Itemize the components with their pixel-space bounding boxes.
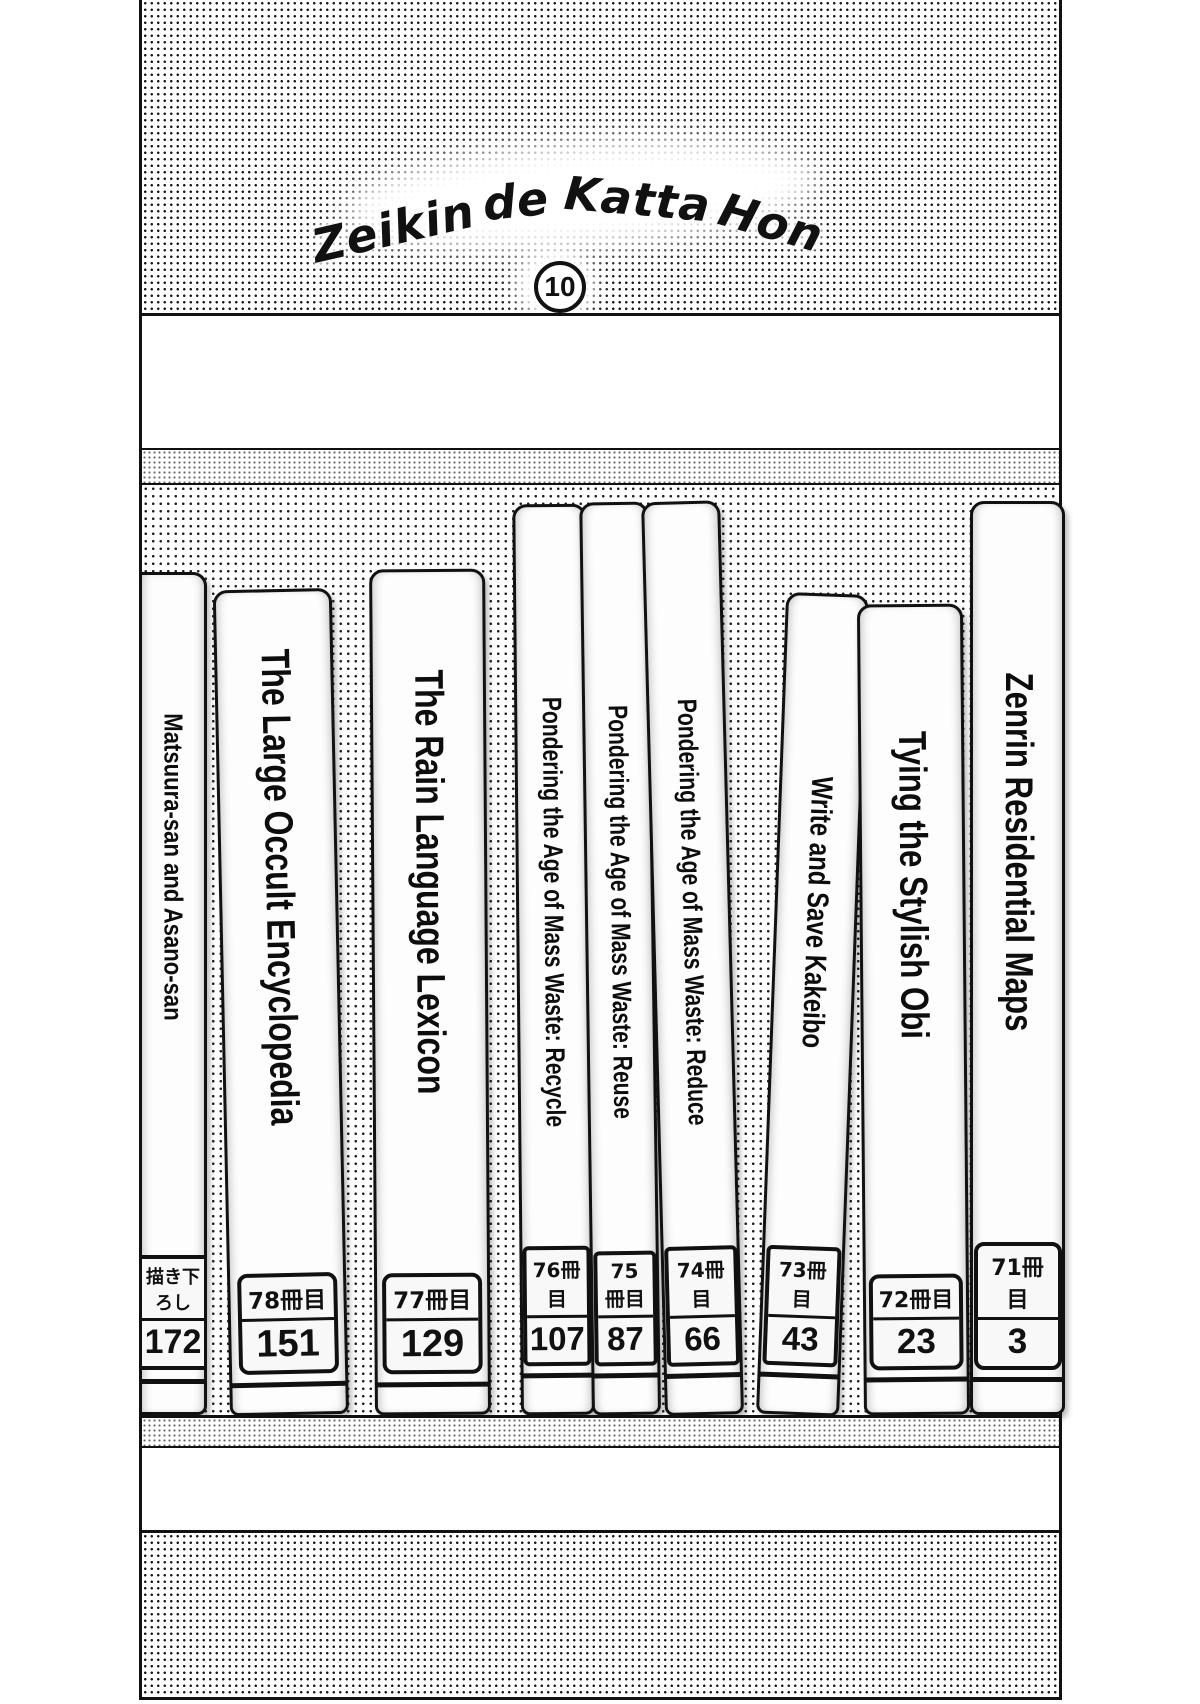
chapter-badge: 71冊目 3 [973, 1242, 1062, 1370]
page-number: 87 [606, 1319, 645, 1358]
page-number: 3 [1007, 1322, 1028, 1361]
chapter-badge: 77冊目 129 [382, 1272, 483, 1375]
shelf-board-edge [142, 1418, 1059, 1446]
spine-rule [231, 1380, 347, 1389]
chapter-badge: 74冊目 66 [663, 1245, 740, 1367]
page-title: Zeikin de Katta Hon [307, 158, 830, 274]
spine-rule [665, 1372, 742, 1379]
chapter-label: 描き下ろし [142, 1259, 204, 1321]
spine-rule [593, 1372, 659, 1379]
book-title: Pondering the Age of Mass Waste: Reduce [671, 698, 713, 1126]
page-number: 23 [896, 1321, 936, 1362]
chapter-badge: 76冊目 107 [522, 1245, 592, 1367]
chapter-label: 78冊目 [240, 1276, 334, 1322]
page-number: 151 [255, 1322, 321, 1366]
chapter-label: 75冊目 [596, 1254, 653, 1319]
spine-rule [865, 1376, 968, 1383]
volume-number: 10 [544, 271, 576, 302]
title-word: de [480, 170, 552, 232]
book-spine-obi: Tying the Stylish Obi 72冊目 23 [856, 603, 970, 1416]
white-band-bottom [142, 1448, 1059, 1530]
book-title: Tying the Stylish Obi [890, 730, 936, 1040]
chapter-label: 77冊目 [386, 1276, 479, 1322]
divider [142, 1530, 1059, 1533]
chapter-badge: 78冊目 151 [236, 1271, 339, 1376]
book-spine-matsuura: Matsuura-san and Asano-san 描き下ろし 172 [141, 572, 207, 1415]
page-number: 66 [683, 1319, 722, 1358]
book-title: Pondering the Age of Mass Waste: Reuse [602, 704, 638, 1120]
white-band-top [142, 316, 1059, 448]
page-number: 43 [781, 1319, 820, 1358]
book-title: Pondering the Age of Mass Waste: Recycle [536, 696, 571, 1128]
spine-rule [759, 1371, 839, 1380]
book-spine-occult: The Large Occult Encyclopedia 78冊目 151 [212, 587, 349, 1417]
bookshelf: Matsuura-san and Asano-san 描き下ろし 172 The… [141, 485, 1065, 1417]
chapter-label: 72冊目 [872, 1277, 960, 1321]
book-title: Matsuura-san and Asano-san [158, 713, 189, 1021]
divider [142, 313, 1059, 316]
bottom-panel [142, 1533, 1059, 1697]
bottom-border [142, 1697, 1059, 1700]
book-title: The Large Occult Encyclopedia [251, 648, 306, 1126]
title-word: Zeikin [306, 183, 480, 274]
chapter-label: 73冊目 [767, 1248, 838, 1320]
top-panel: Zeikin de Katta Hon 10 [142, 0, 1059, 320]
page-number: 107 [529, 1319, 585, 1358]
chapter-badge: 描き下ろし 172 [142, 1255, 204, 1370]
divider [142, 483, 1059, 485]
volume-badge: 10 [534, 261, 586, 313]
book-title: Zenrin Residential Maps [996, 672, 1040, 1032]
chapter-badge: 73冊目 43 [761, 1244, 842, 1368]
divider [142, 1446, 1059, 1448]
chapter-badge: 75冊目 87 [592, 1250, 658, 1367]
page-number: 129 [400, 1322, 465, 1366]
spine-rule [972, 1377, 1063, 1382]
chapter-label: 71冊目 [977, 1246, 1058, 1320]
spine-rule [141, 1379, 205, 1384]
page-number: 172 [144, 1323, 202, 1361]
spine-rule [522, 1372, 593, 1379]
shelf-top-edge [142, 450, 1059, 483]
divider [142, 448, 1059, 450]
page-frame: Zeikin de Katta Hon 10 Matsuura-san and … [139, 0, 1065, 1700]
shelf-floor-line [142, 1415, 1059, 1418]
book-title: The Rain Language Lexicon [406, 669, 454, 1095]
chapter-badge: 72冊目 23 [868, 1273, 964, 1371]
spine-rule [376, 1381, 489, 1388]
chapter-label: 74冊目 [667, 1249, 735, 1319]
book-spine-zenrin: Zenrin Residential Maps 71冊目 3 [970, 501, 1065, 1415]
chapter-label: 76冊目 [526, 1249, 588, 1319]
book-title: Write and Save Kakeibo [794, 776, 838, 1049]
book-spine-rain-lexicon: The Rain Language Lexicon 77冊目 129 [369, 568, 491, 1416]
book-spine-kakeibo: Write and Save Kakeibo 73冊目 43 [756, 592, 870, 1417]
title-word: Katta [561, 165, 713, 233]
